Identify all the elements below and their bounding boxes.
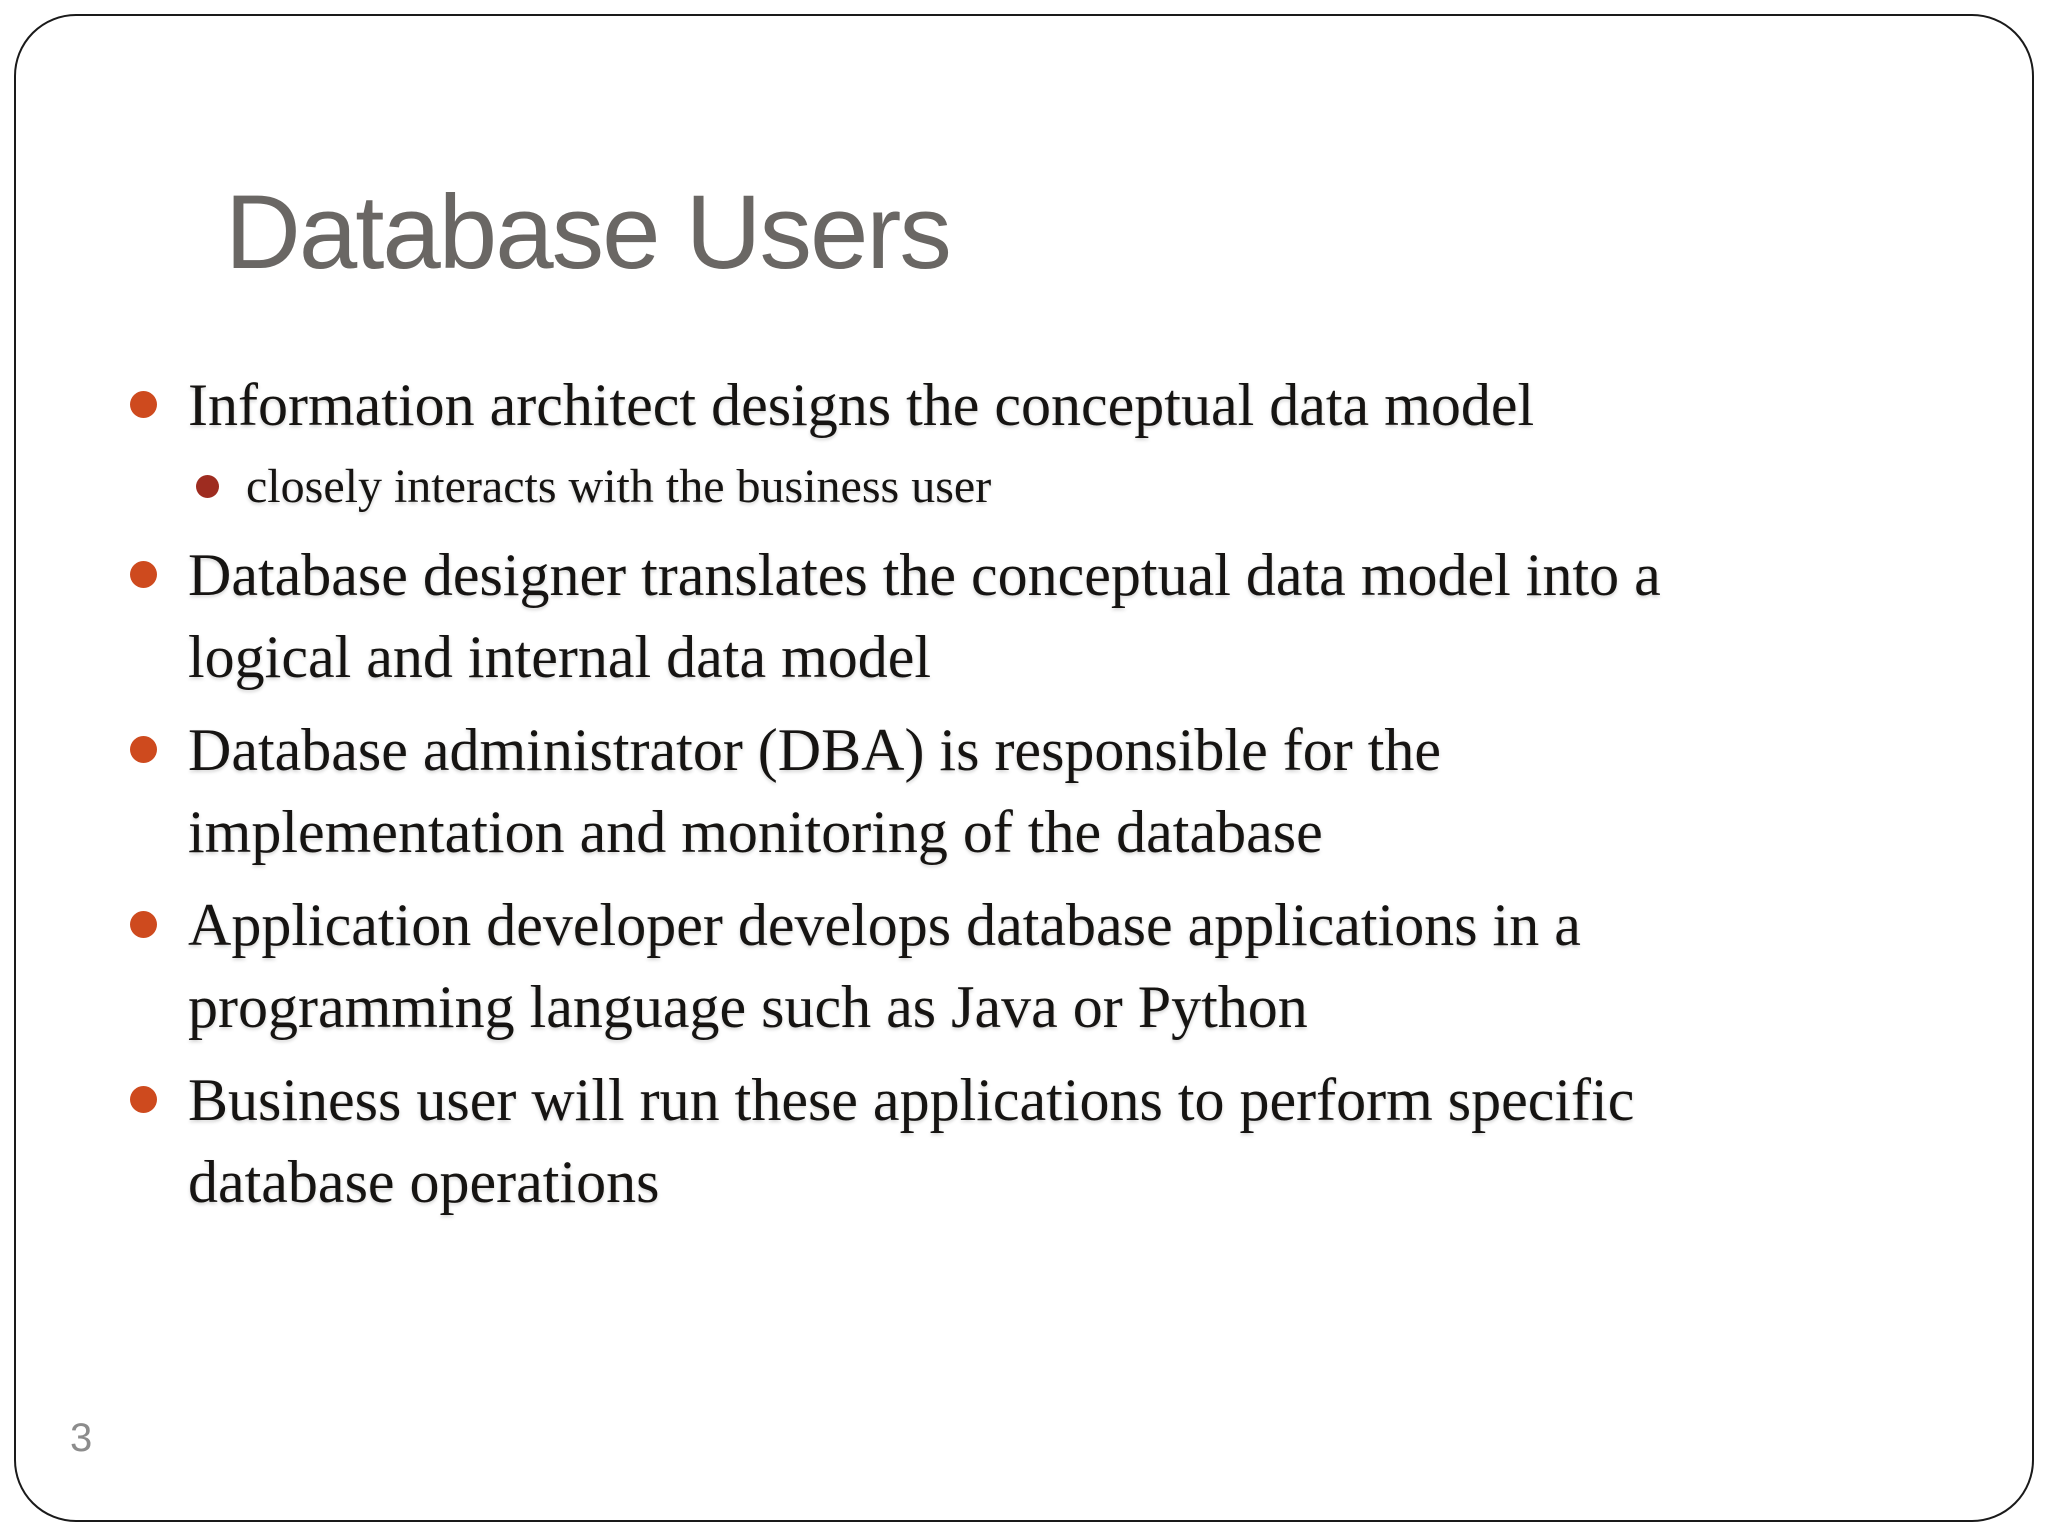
bullet-icon bbox=[130, 911, 157, 938]
bullet-text: Information architect designs the concep… bbox=[188, 372, 1535, 438]
bullet-icon bbox=[130, 736, 157, 763]
bullet-text: Database designer translates the concept… bbox=[188, 542, 1661, 690]
sub-bullet-icon bbox=[196, 475, 219, 498]
slide-title: Database Users bbox=[225, 174, 952, 291]
bullet-text: closely interacts with the business user bbox=[246, 460, 992, 513]
bullet-icon bbox=[130, 561, 157, 588]
bullet-list: Information architect designs the concep… bbox=[128, 364, 1938, 1234]
bullet-icon bbox=[130, 391, 157, 418]
sub-bullet-item: closely interacts with the business user bbox=[128, 454, 1938, 520]
bullet-item: Database administrator (DBA) is responsi… bbox=[128, 709, 1938, 873]
bullet-text: Database administrator (DBA) is responsi… bbox=[188, 717, 1441, 865]
bullet-item: Information architect designs the concep… bbox=[128, 364, 1938, 446]
bullet-item: Application developer develops database … bbox=[128, 884, 1938, 1048]
page-number: 3 bbox=[70, 1416, 93, 1460]
bullet-icon bbox=[130, 1086, 157, 1113]
bullet-item: Business user will run these application… bbox=[128, 1059, 1938, 1223]
bullet-text: Application developer develops database … bbox=[188, 892, 1581, 1040]
bullet-item: Database designer translates the concept… bbox=[128, 534, 1938, 698]
bullet-text: Business user will run these application… bbox=[188, 1067, 1635, 1215]
